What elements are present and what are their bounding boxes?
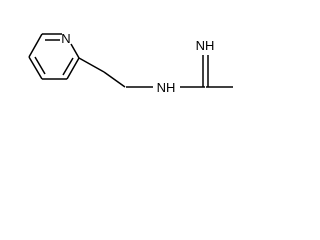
bond-ch2-c — [103, 71, 126, 88]
ring-bond-n1-c2 — [70, 43, 80, 59]
chemical-structure: N NH NH — [28, 31, 233, 95]
ring-double-bond-c4-c5 — [34, 56, 46, 75]
ring-nitrogen-label: N — [61, 31, 70, 46]
ring-bond-c2-c3 — [66, 57, 80, 80]
ring-bond-c4-c5 — [28, 56, 43, 80]
amine-nh-label: NH — [157, 80, 176, 95]
pyridine-ring — [28, 33, 80, 80]
bond-c2-ch2 — [78, 57, 105, 73]
ring-double-bond-c2-c3 — [62, 57, 74, 76]
imine-nh-label: NH — [196, 38, 215, 53]
ring-bond-c5-c6 — [28, 33, 43, 58]
side-chain — [78, 55, 233, 88]
